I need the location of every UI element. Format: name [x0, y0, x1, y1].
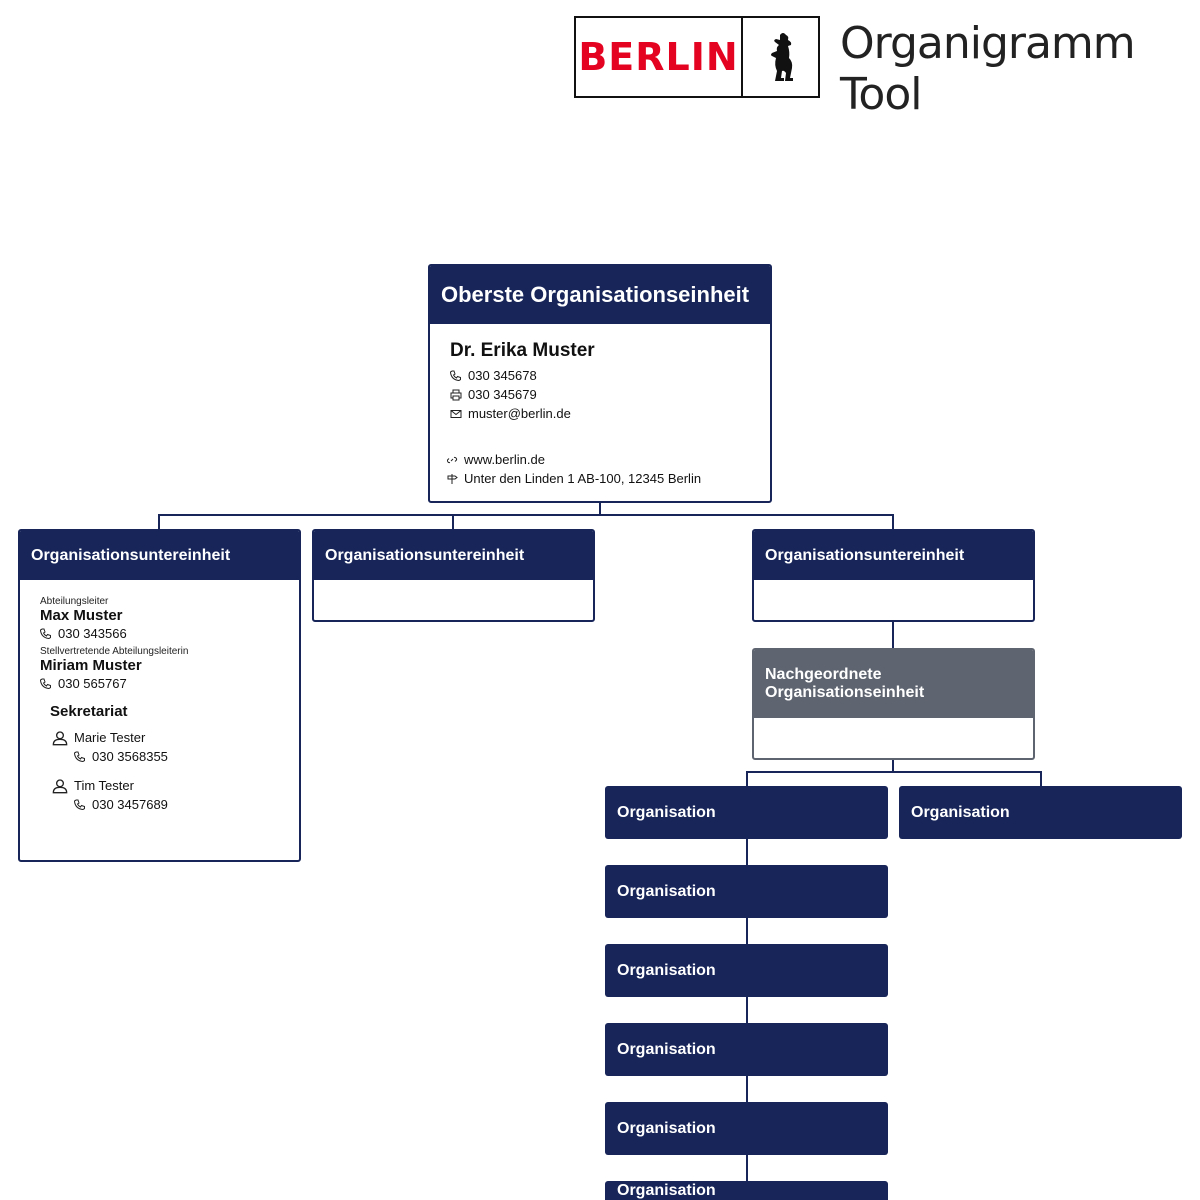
- top-fax: 030 345679: [468, 387, 537, 402]
- top-phone: 030 345678: [468, 368, 537, 383]
- connector-org-chain-1: [746, 838, 748, 866]
- phone-icon: [74, 799, 85, 810]
- connector-top-horizontal: [158, 514, 894, 516]
- top-website-row: www.berlin.de: [446, 450, 701, 469]
- phone-icon: [450, 370, 461, 381]
- sub-unit-title-2: Organisationsuntereinheit: [314, 531, 593, 580]
- organisation-node-3[interactable]: Organisation: [605, 865, 888, 918]
- secretariat-phone-2: 030 3457689: [92, 797, 168, 812]
- top-phone-row: 030 345678: [450, 366, 770, 385]
- secretariat-name-2: Tim Tester: [74, 778, 134, 793]
- connector-org-right: [1040, 771, 1042, 787]
- connector-sub3-to-subordinate: [892, 622, 894, 648]
- organisation-node-5[interactable]: Organisation: [605, 1023, 888, 1076]
- connector-org-left: [746, 771, 748, 787]
- sub-unit-title-3: Organisationsuntereinheit: [754, 531, 1033, 580]
- berlin-logo: BERLIN: [574, 16, 820, 98]
- link-icon: [446, 456, 458, 463]
- app-title: Organigramm Tool: [840, 18, 1136, 120]
- top-fax-row: 030 345679: [450, 385, 770, 404]
- signpost-icon: [447, 473, 458, 484]
- deputy-phone: 030 565767: [58, 676, 127, 691]
- secretariat-person-1: Marie Tester 030 3568355: [52, 728, 299, 766]
- lead-phone-row: 030 343566: [40, 624, 299, 643]
- top-unit-title: Oberste Organisationseinheit: [430, 266, 770, 324]
- connector-sub2: [452, 514, 454, 530]
- organisation-node-6[interactable]: Organisation: [605, 1102, 888, 1155]
- top-website[interactable]: www.berlin.de: [464, 452, 545, 467]
- top-address-row: Unter den Linden 1 AB-100, 12345 Berlin: [446, 469, 701, 488]
- sub-unit-card-2[interactable]: Organisationsuntereinheit: [312, 529, 595, 622]
- connector-sub1: [158, 514, 160, 530]
- organisation-node-4[interactable]: Organisation: [605, 944, 888, 997]
- berlin-bear-icon: [743, 18, 818, 96]
- connector-org-chain-5: [746, 1154, 748, 1182]
- deputy-phone-row: 030 565767: [40, 674, 299, 693]
- top-email-row: muster@berlin.de: [450, 404, 770, 423]
- deputy-role: Stellvertretende Abteilungsleiterin: [40, 646, 189, 657]
- lead-phone: 030 343566: [58, 626, 127, 641]
- subordinate-unit-card[interactable]: Nachgeordnete Organisationseinheit: [752, 648, 1035, 760]
- lead-name: Max Muster: [40, 607, 123, 624]
- top-person-name: Dr. Erika Muster: [450, 340, 595, 361]
- top-address: Unter den Linden 1 AB-100, 12345 Berlin: [464, 471, 702, 486]
- connector-top-down: [599, 502, 601, 516]
- phone-icon: [40, 628, 51, 639]
- sub-unit-title-1: Organisationsuntereinheit: [20, 531, 299, 580]
- secretariat-title: Sekretariat: [50, 703, 128, 720]
- connector-org-chain-2: [746, 917, 748, 945]
- secretariat-person-2: Tim Tester 030 3457689: [52, 776, 299, 814]
- mail-icon: [450, 409, 462, 418]
- organisation-node-2[interactable]: Organisation: [899, 786, 1182, 839]
- secretariat-phone-1: 030 3568355: [92, 749, 168, 764]
- organisation-node-1[interactable]: Organisation: [605, 786, 888, 839]
- connector-subordinate-horizontal: [746, 771, 1042, 773]
- subordinate-unit-title: Nachgeordnete Organisationseinheit: [754, 650, 1033, 718]
- secretariat-name-1: Marie Tester: [74, 730, 146, 745]
- lead-role: Abteilungsleiter: [40, 596, 109, 607]
- connector-org-chain-3: [746, 996, 748, 1024]
- top-unit-card[interactable]: Oberste Organisationseinheit Dr. Erika M…: [428, 264, 772, 503]
- connector-org-chain-4: [746, 1075, 748, 1103]
- person-icon: [52, 778, 68, 793]
- deputy-name: Miriam Muster: [40, 657, 142, 674]
- phone-icon: [74, 751, 85, 762]
- phone-icon: [40, 678, 51, 689]
- organisation-node-7[interactable]: Organisation: [605, 1181, 888, 1200]
- person-icon: [52, 730, 68, 745]
- logo-text: BERLIN: [576, 18, 743, 96]
- sub-unit-card-3[interactable]: Organisationsuntereinheit: [752, 529, 1035, 622]
- sub-unit-card-1[interactable]: Organisationsuntereinheit Abteilungsleit…: [18, 529, 301, 862]
- connector-subordinate-down: [892, 759, 894, 773]
- top-email[interactable]: muster@berlin.de: [468, 406, 571, 421]
- connector-sub3: [892, 514, 894, 530]
- printer-icon: [450, 389, 462, 400]
